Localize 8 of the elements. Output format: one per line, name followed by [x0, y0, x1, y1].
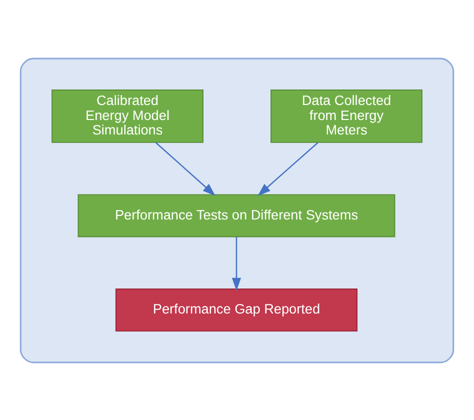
node-box: Performance Gap Reported — [115, 288, 358, 332]
arrow — [258, 142, 318, 196]
cluster — [20, 57, 454, 363]
node-box: Data Collected from Energy Meters — [270, 88, 422, 142]
node-box: Calibrated Energy Model Simulations — [52, 88, 204, 142]
node-box: Performance Tests on Different Systems — [78, 194, 396, 237]
arrow — [232, 236, 242, 290]
arrow — [155, 142, 216, 196]
